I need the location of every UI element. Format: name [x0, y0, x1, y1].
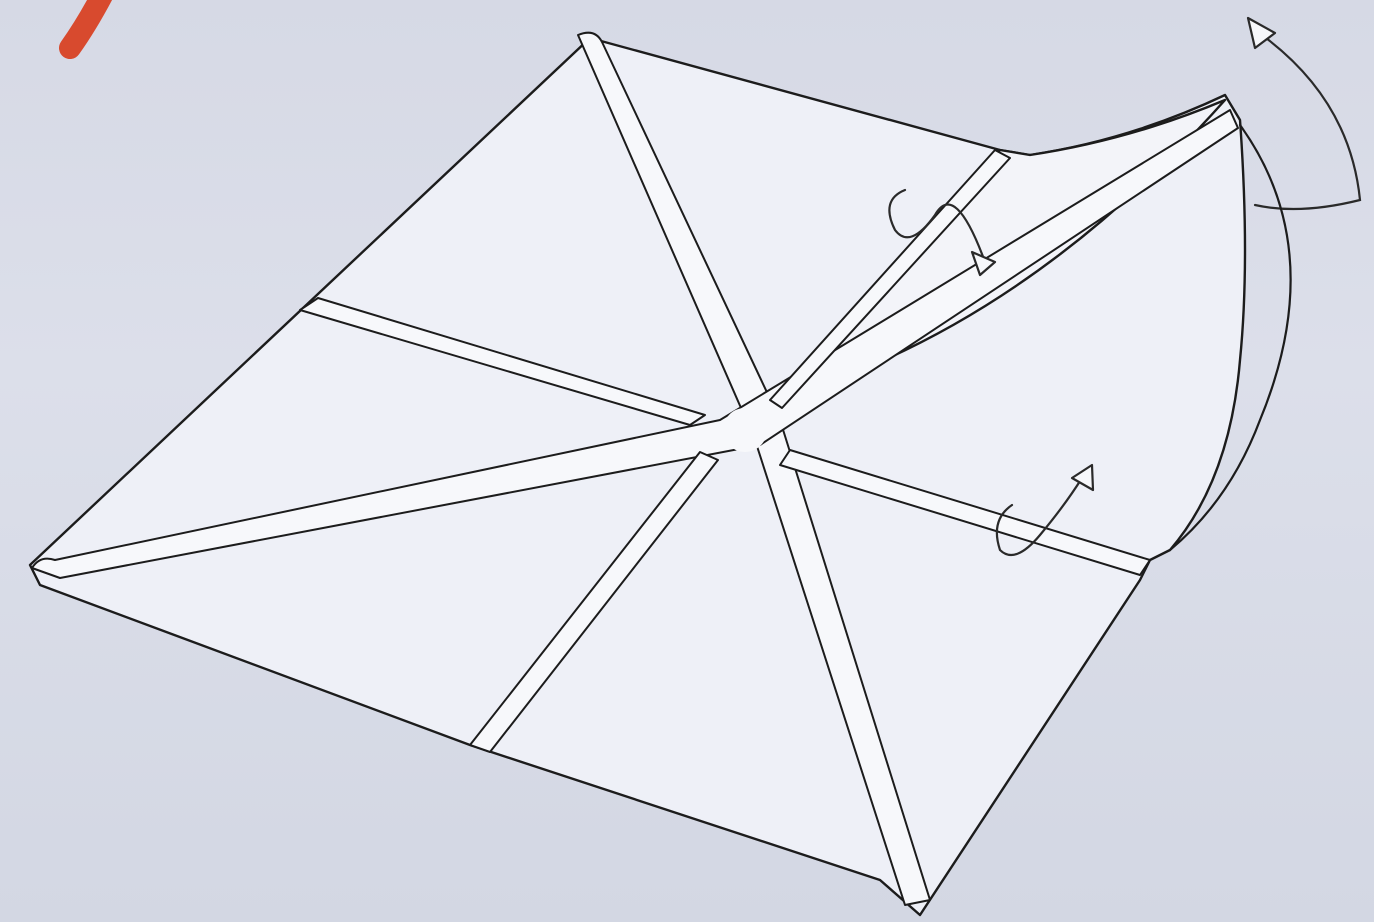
step-marker: [70, 0, 110, 48]
center-point: [723, 408, 767, 452]
lift-arrow-icon: [1248, 18, 1360, 209]
